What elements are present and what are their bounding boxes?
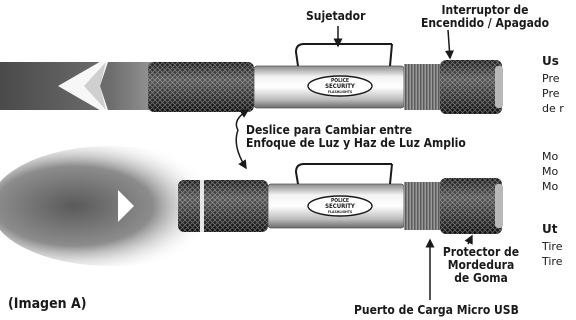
brand-logo-bottom: POLICE SECURITY FLASHLIGHTS bbox=[312, 198, 368, 215]
panel-line4: Mo bbox=[542, 150, 559, 163]
slide-focus-label: Deslice para Cambiar entre Enfoque de Lu… bbox=[246, 124, 466, 150]
brand-line1: POLICE bbox=[330, 198, 350, 204]
brand-line2: SECURITY bbox=[325, 83, 355, 90]
bite-line1: Protector de bbox=[442, 245, 520, 259]
brand-line1: POLICE bbox=[330, 78, 350, 84]
instructions-panel: Us Pre Pre de r Mo Mo Mo Ut Tire Tire bbox=[540, 54, 576, 320]
flashlight-top bbox=[148, 43, 503, 114]
power-switch-label: Interruptor de Encendido / Apagado bbox=[410, 4, 560, 30]
brand-logo-top: POLICE SECURITY FLASHLIGHTS bbox=[312, 78, 368, 95]
image-label: (Imagen A) bbox=[8, 296, 87, 312]
slide-line2: Enfoque de Luz y Haz de Luz Amplio bbox=[246, 136, 466, 150]
heading-util: Ut bbox=[542, 222, 558, 236]
narrow-beam bbox=[0, 56, 160, 116]
brand-line3: FLASHLIGHTS bbox=[327, 90, 353, 94]
usb-port-label: Puerto de Carga Micro USB bbox=[354, 303, 519, 317]
bite-guard-label: Protector de Mordedura de Goma bbox=[436, 246, 526, 285]
leader-lines bbox=[235, 26, 473, 300]
slide-line1: Deslice para Cambiar entre bbox=[246, 123, 413, 137]
flashlight-bottom bbox=[178, 163, 503, 234]
panel-line6: Mo bbox=[542, 180, 559, 193]
wide-beam bbox=[0, 146, 230, 266]
panel-line7: Tire bbox=[542, 240, 563, 253]
brand-line2: SECURITY bbox=[325, 203, 355, 210]
power-switch-line2: Encendido / Apagado bbox=[420, 16, 550, 30]
panel-line3: de r bbox=[542, 102, 564, 115]
panel-line8: Tire bbox=[542, 255, 563, 268]
panel-line1: Pre bbox=[542, 72, 560, 85]
power-switch-line1: Interruptor de bbox=[441, 3, 529, 17]
panel-line5: Mo bbox=[542, 165, 559, 178]
right-panel-bg bbox=[532, 0, 576, 320]
panel-line2: Pre bbox=[542, 87, 560, 100]
clip-label: Sujetador bbox=[306, 9, 366, 23]
heading-use: Us bbox=[542, 54, 559, 68]
brand-line3: FLASHLIGHTS bbox=[327, 210, 353, 214]
bite-line2: Mordedura bbox=[447, 258, 515, 272]
bite-line3: de Goma bbox=[454, 271, 508, 285]
